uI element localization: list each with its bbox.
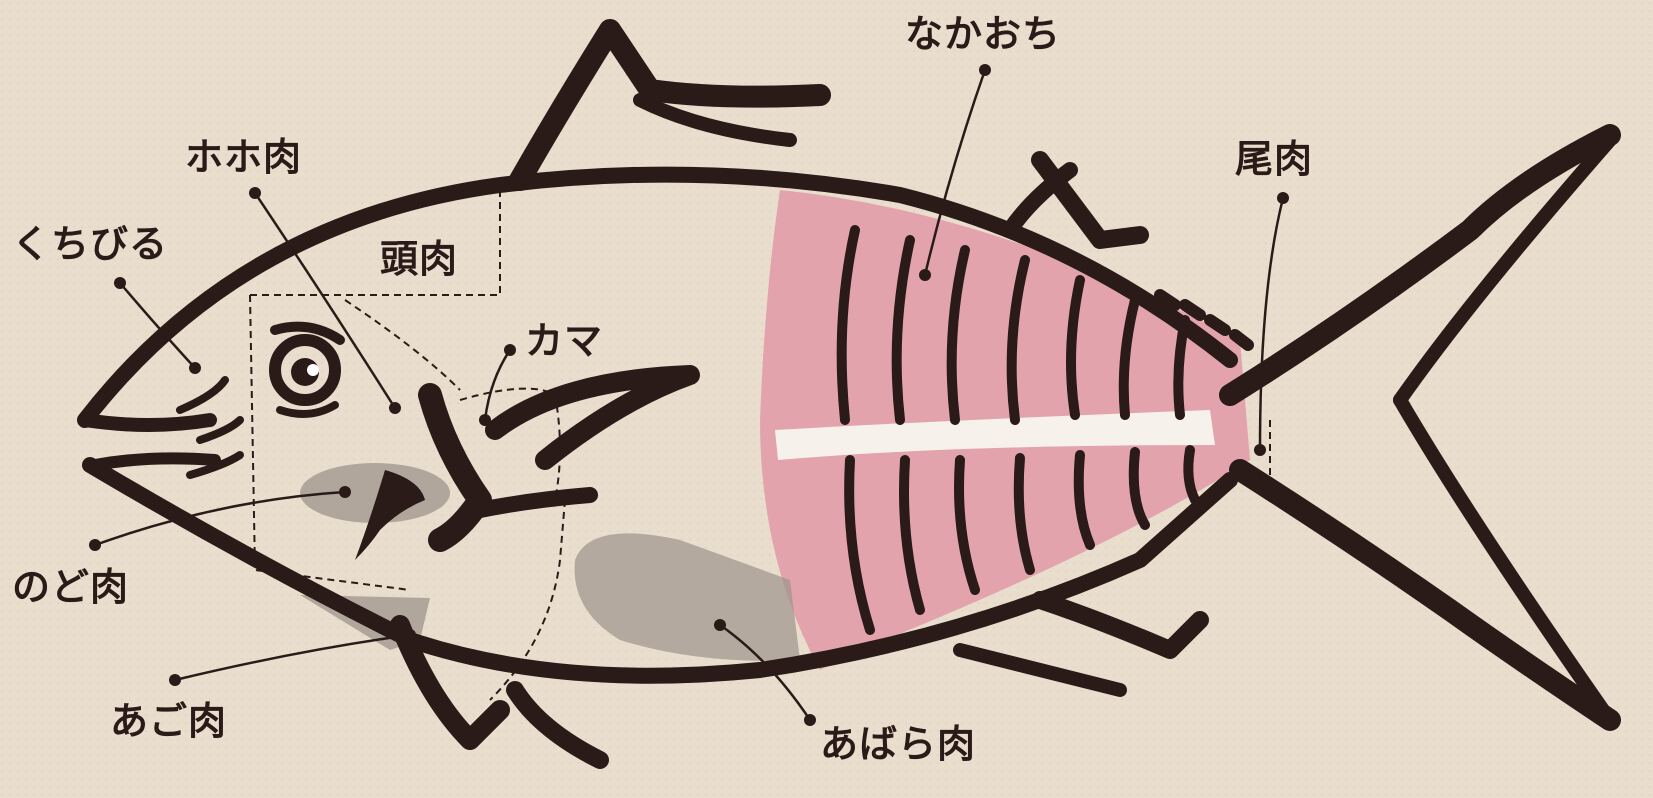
label-agoniku: あご肉 xyxy=(110,702,227,740)
label-nodoniku: のど肉 xyxy=(12,568,129,606)
label-kuchibiru: くちびる xyxy=(12,225,168,263)
label-kama: カマ xyxy=(525,322,603,360)
label-oniku: 尾肉 xyxy=(1235,140,1313,178)
label-abaraniku: あばら肉 xyxy=(820,725,976,763)
eye-highlight xyxy=(307,364,319,376)
label-atamaniku: 頭肉 xyxy=(380,240,458,278)
label-honiku: ホホ肉 xyxy=(185,138,302,176)
label-nakaochi: なかおち xyxy=(905,15,1061,53)
